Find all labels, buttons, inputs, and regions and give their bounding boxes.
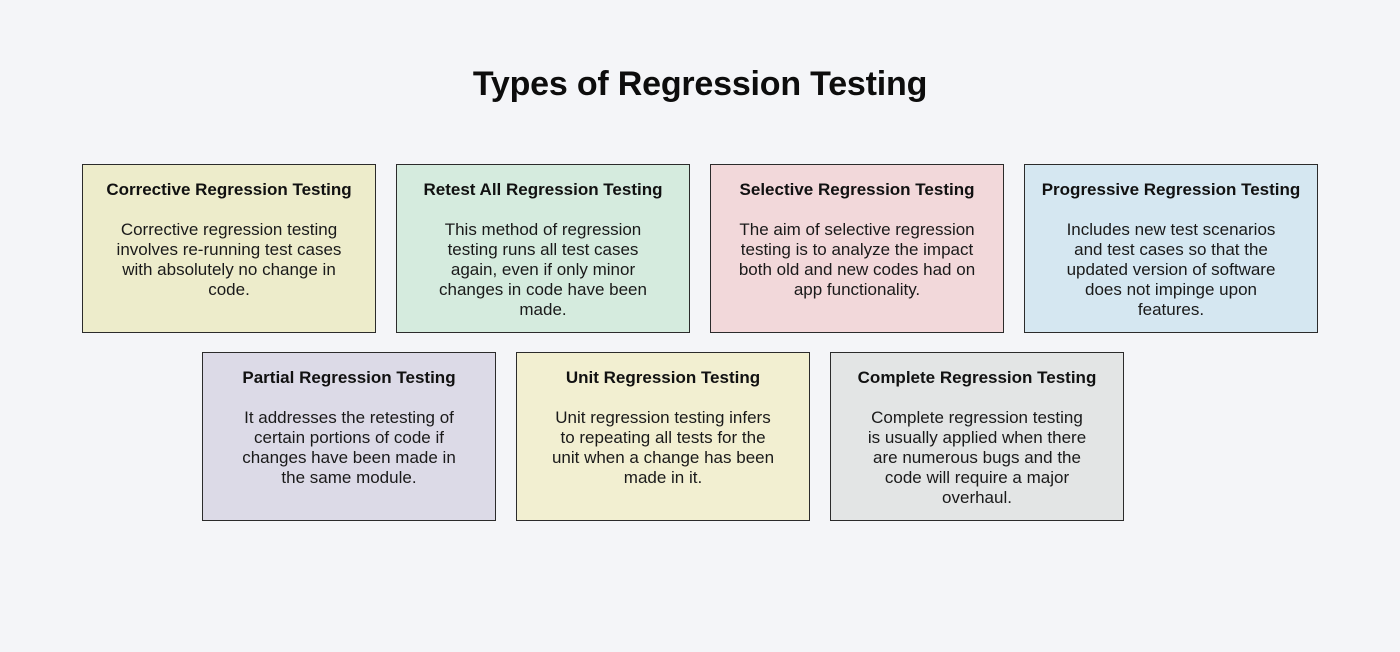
card-description: Complete regression testing is usually a… [867,408,1087,507]
card-description: Unit regression testing infers to repeat… [551,408,775,487]
card-progressive-regression-testing: Progressive Regression Testing Includes … [1024,164,1318,333]
card-retest-all-regression-testing: Retest All Regression Testing This metho… [396,164,690,333]
card-description: Includes new test scenarios and test cas… [1066,220,1276,319]
card-unit-regression-testing: Unit Regression Testing Unit regression … [516,352,810,521]
card-description: Corrective regression testing involves r… [116,220,342,299]
card-description: It addresses the retesting of certain po… [242,408,456,487]
card-title: Partial Regression Testing [242,368,456,387]
card-selective-regression-testing: Selective Regression Testing The aim of … [710,164,1004,333]
card-title: Complete Regression Testing [857,368,1097,387]
card-title: Unit Regression Testing [565,368,761,387]
card-title: Progressive Regression Testing [1041,180,1301,199]
card-title: Retest All Regression Testing [423,180,663,199]
card-description: The aim of selective regression testing … [738,220,976,299]
card-row-1: Corrective Regression Testing Corrective… [0,164,1400,333]
card-corrective-regression-testing: Corrective Regression Testing Corrective… [82,164,376,333]
regression-testing-infographic: Types of Regression Testing Corrective R… [0,64,1400,521]
card-title: Selective Regression Testing [739,180,975,199]
card-partial-regression-testing: Partial Regression Testing It addresses … [202,352,496,521]
card-description: This method of regression testing runs a… [439,220,647,319]
card-title: Corrective Regression Testing [106,180,352,199]
page-title: Types of Regression Testing [472,65,928,103]
card-complete-regression-testing: Complete Regression Testing Complete reg… [830,352,1124,521]
card-row-2: Partial Regression Testing It addresses … [0,352,1363,521]
